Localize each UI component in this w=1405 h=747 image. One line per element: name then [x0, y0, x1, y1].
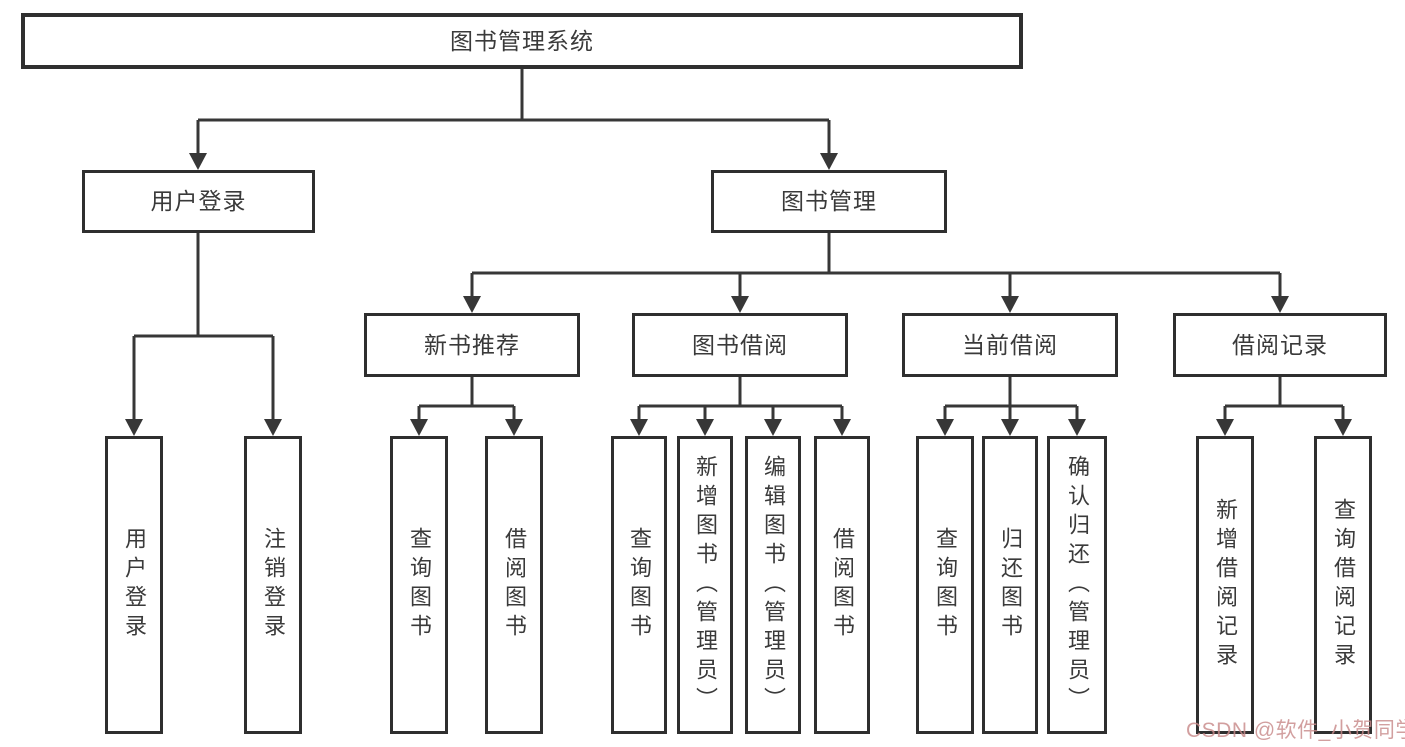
arrow-down-icon	[505, 419, 523, 436]
arrow-down-icon	[463, 296, 481, 313]
arrow-down-icon	[820, 153, 838, 170]
arrow-down-icon	[1001, 419, 1019, 436]
node-user-login: 用户登录	[82, 170, 315, 233]
connector-borrowing-records	[1216, 377, 1352, 436]
leaf-query-books-recommend: 查询图书	[390, 436, 448, 734]
leaf-borrow-books-recommend: 借阅图书	[485, 436, 543, 734]
leaf-user-login: 用户登录	[105, 436, 163, 734]
arrow-down-icon	[936, 419, 954, 436]
leaf-query-books-borrowing: 查询图书	[611, 436, 667, 734]
connector-current-borrowing	[936, 377, 1086, 436]
node-book-management: 图书管理	[711, 170, 947, 233]
arrow-down-icon	[125, 419, 143, 436]
leaf-edit-book-admin: 编辑图书（管理员）	[745, 436, 801, 734]
arrow-down-icon	[630, 419, 648, 436]
leaf-borrow-books-borrowing: 借阅图书	[814, 436, 870, 734]
node-new-book-recommend: 新书推荐	[364, 313, 580, 377]
arrow-down-icon	[1068, 419, 1086, 436]
arrow-down-icon	[1001, 296, 1019, 313]
connector-new-book-recommend	[410, 377, 523, 436]
arrow-down-icon	[696, 419, 714, 436]
arrow-down-icon	[764, 419, 782, 436]
csdn-watermark: CSDN @软件_小贺同学	[1186, 719, 1405, 742]
connector-book-management	[463, 233, 1289, 313]
arrow-down-icon	[1271, 296, 1289, 313]
arrow-down-icon	[1334, 419, 1352, 436]
arrow-down-icon	[264, 419, 282, 436]
arrow-down-icon	[731, 296, 749, 313]
node-borrowing-records: 借阅记录	[1173, 313, 1387, 377]
leaf-add-borrow-record: 新增借阅记录	[1196, 436, 1254, 734]
arrow-down-icon	[189, 153, 207, 170]
leaf-logout: 注销登录	[244, 436, 302, 734]
leaf-return-books: 归还图书	[982, 436, 1038, 734]
leaf-confirm-return-admin: 确认归还（管理员）	[1047, 436, 1107, 734]
node-book-borrowing: 图书借阅	[632, 313, 848, 377]
connector-user-login	[125, 233, 282, 436]
arrow-down-icon	[833, 419, 851, 436]
arrow-down-icon	[410, 419, 428, 436]
leaf-query-borrow-record: 查询借阅记录	[1314, 436, 1372, 734]
connector-book-borrowing	[630, 377, 851, 436]
leaf-add-book-admin: 新增图书（管理员）	[677, 436, 733, 734]
connector-root	[189, 69, 838, 170]
node-current-borrowing: 当前借阅	[902, 313, 1118, 377]
arrow-down-icon	[1216, 419, 1234, 436]
leaf-query-books-current: 查询图书	[916, 436, 974, 734]
node-library-management-system: 图书管理系统	[21, 13, 1023, 69]
